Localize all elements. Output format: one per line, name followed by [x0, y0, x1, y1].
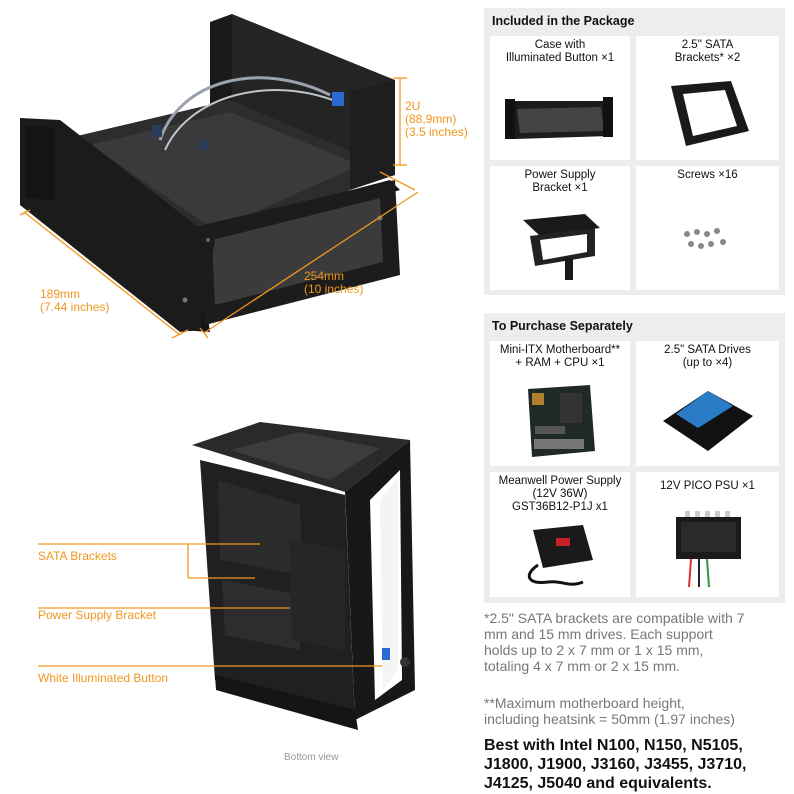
separate-item-pico-l1: 12V PICO PSU ×1: [660, 480, 755, 492]
height-line-2: (88,9mm): [405, 112, 457, 126]
case-bottom-image: [38, 422, 415, 730]
sata-drive-thumbnail: [663, 391, 753, 451]
depth-line-1: 254mm: [304, 269, 345, 283]
height-line-1: 2U: [405, 99, 421, 113]
included-item-case: Case with Illuminated Button ×1: [490, 36, 630, 160]
height-line-3: (3.5 inches): [405, 125, 468, 139]
included-item-case-l2: Illuminated Button ×1: [505, 52, 615, 64]
separate-item-drives-l2: (up to ×4): [682, 357, 733, 369]
depth-dimension-label: 254mm (10 inches): [304, 270, 363, 296]
sata-compatibility-note: *2.5" SATA brackets are compatible with …: [484, 610, 789, 674]
included-item-psu-l1: Power Supply: [524, 169, 596, 181]
separate-item-motherboard: Mini-ITX Motherboard** + RAM + CPU ×1: [490, 341, 630, 466]
psu-bracket-callout: Power Supply Bracket: [38, 608, 157, 622]
meanwell-psu-thumbnail: [527, 525, 593, 586]
width-dimension-label: 189mm (7.44 inches): [40, 288, 109, 314]
width-line-1: 189mm: [40, 287, 81, 301]
pico-psu-thumbnail: [676, 511, 741, 588]
included-item-screws: Screws ×16: [636, 166, 779, 290]
depth-line-2: (10 inches): [304, 282, 364, 296]
height-dimension-label: 2U (88,9mm) (3.5 inches): [405, 100, 468, 139]
screws-thumbnail: [684, 228, 726, 249]
separate-item-sata-drives: 2.5" SATA Drives (up to ×4): [636, 341, 779, 466]
sata-brackets-callout: SATA Brackets: [38, 549, 117, 563]
included-item-screws-l1: Screws ×16: [677, 169, 738, 181]
included-item-sata-brackets: 2.5" SATA Brackets* ×2: [636, 36, 779, 160]
separate-item-meanwell-l1: Meanwell Power Supply: [498, 475, 622, 487]
case-thumbnail: [505, 97, 613, 139]
included-item-psu-l2: Bracket ×1: [532, 182, 588, 194]
separate-item-mb-l1: Mini-ITX Motherboard**: [499, 344, 621, 356]
best-line-2: J1800, J1900, J3160, J3455, J3710,: [484, 756, 747, 773]
sata-note-line-3: holds up to 2 x 7 mm or 1 x 15 mm,: [484, 642, 704, 658]
motherboard-thumbnail: [528, 385, 595, 457]
included-title: Included in the Package: [492, 14, 635, 28]
sata-note-line-2: mm and 15 mm drives. Each support: [484, 626, 713, 642]
sata-bracket-thumbnail: [671, 81, 749, 146]
psu-bracket-thumbnail: [523, 214, 600, 280]
sata-note-line-1: *2.5" SATA brackets are compatible with …: [484, 610, 745, 626]
width-line-2: (7.44 inches): [40, 300, 110, 314]
included-item-psu-bracket: Power Supply Bracket ×1: [490, 166, 630, 290]
compatibility-cpus: Best with Intel N100, N150, N5105, J1800…: [484, 736, 789, 793]
bottom-view-caption: Bottom view: [284, 752, 339, 763]
separate-panel: To Purchase Separately Mini-ITX Motherbo…: [484, 313, 785, 603]
best-line-3: J4125, J5040 and equivalents.: [484, 775, 712, 792]
included-item-sata-l1: 2.5" SATA: [681, 39, 734, 51]
separate-item-mb-l2: + RAM + CPU ×1: [515, 357, 605, 369]
best-line-1: Best with Intel N100, N150, N5105,: [484, 737, 743, 754]
separate-title: To Purchase Separately: [492, 319, 633, 333]
included-item-case-l1: Case with: [534, 39, 586, 51]
included-item-sata-l2: Brackets* ×2: [674, 52, 741, 64]
separate-item-drives-l1: 2.5" SATA Drives: [664, 344, 751, 356]
separate-item-pico-psu: 12V PICO PSU ×1: [636, 472, 779, 597]
button-callout: White Illuminated Button: [38, 671, 169, 685]
height-note-line-2: including heatsink = 50mm (1.97 inches): [484, 711, 735, 727]
separate-item-meanwell-l2: (12V 36W): [532, 488, 588, 500]
separate-item-meanwell-l3: GST36B12-P1J x1: [512, 501, 608, 513]
height-note-line-1: **Maximum motherboard height,: [484, 695, 685, 711]
included-panel: Included in the Package Case with Illumi…: [484, 8, 785, 295]
motherboard-height-note: **Maximum motherboard height, including …: [484, 695, 789, 727]
case-top-image: [19, 14, 419, 339]
sata-note-line-4: totaling 4 x 7 mm or 2 x 15 mm.: [484, 658, 681, 674]
separate-item-meanwell-psu: Meanwell Power Supply (12V 36W) GST36B12…: [490, 472, 630, 597]
